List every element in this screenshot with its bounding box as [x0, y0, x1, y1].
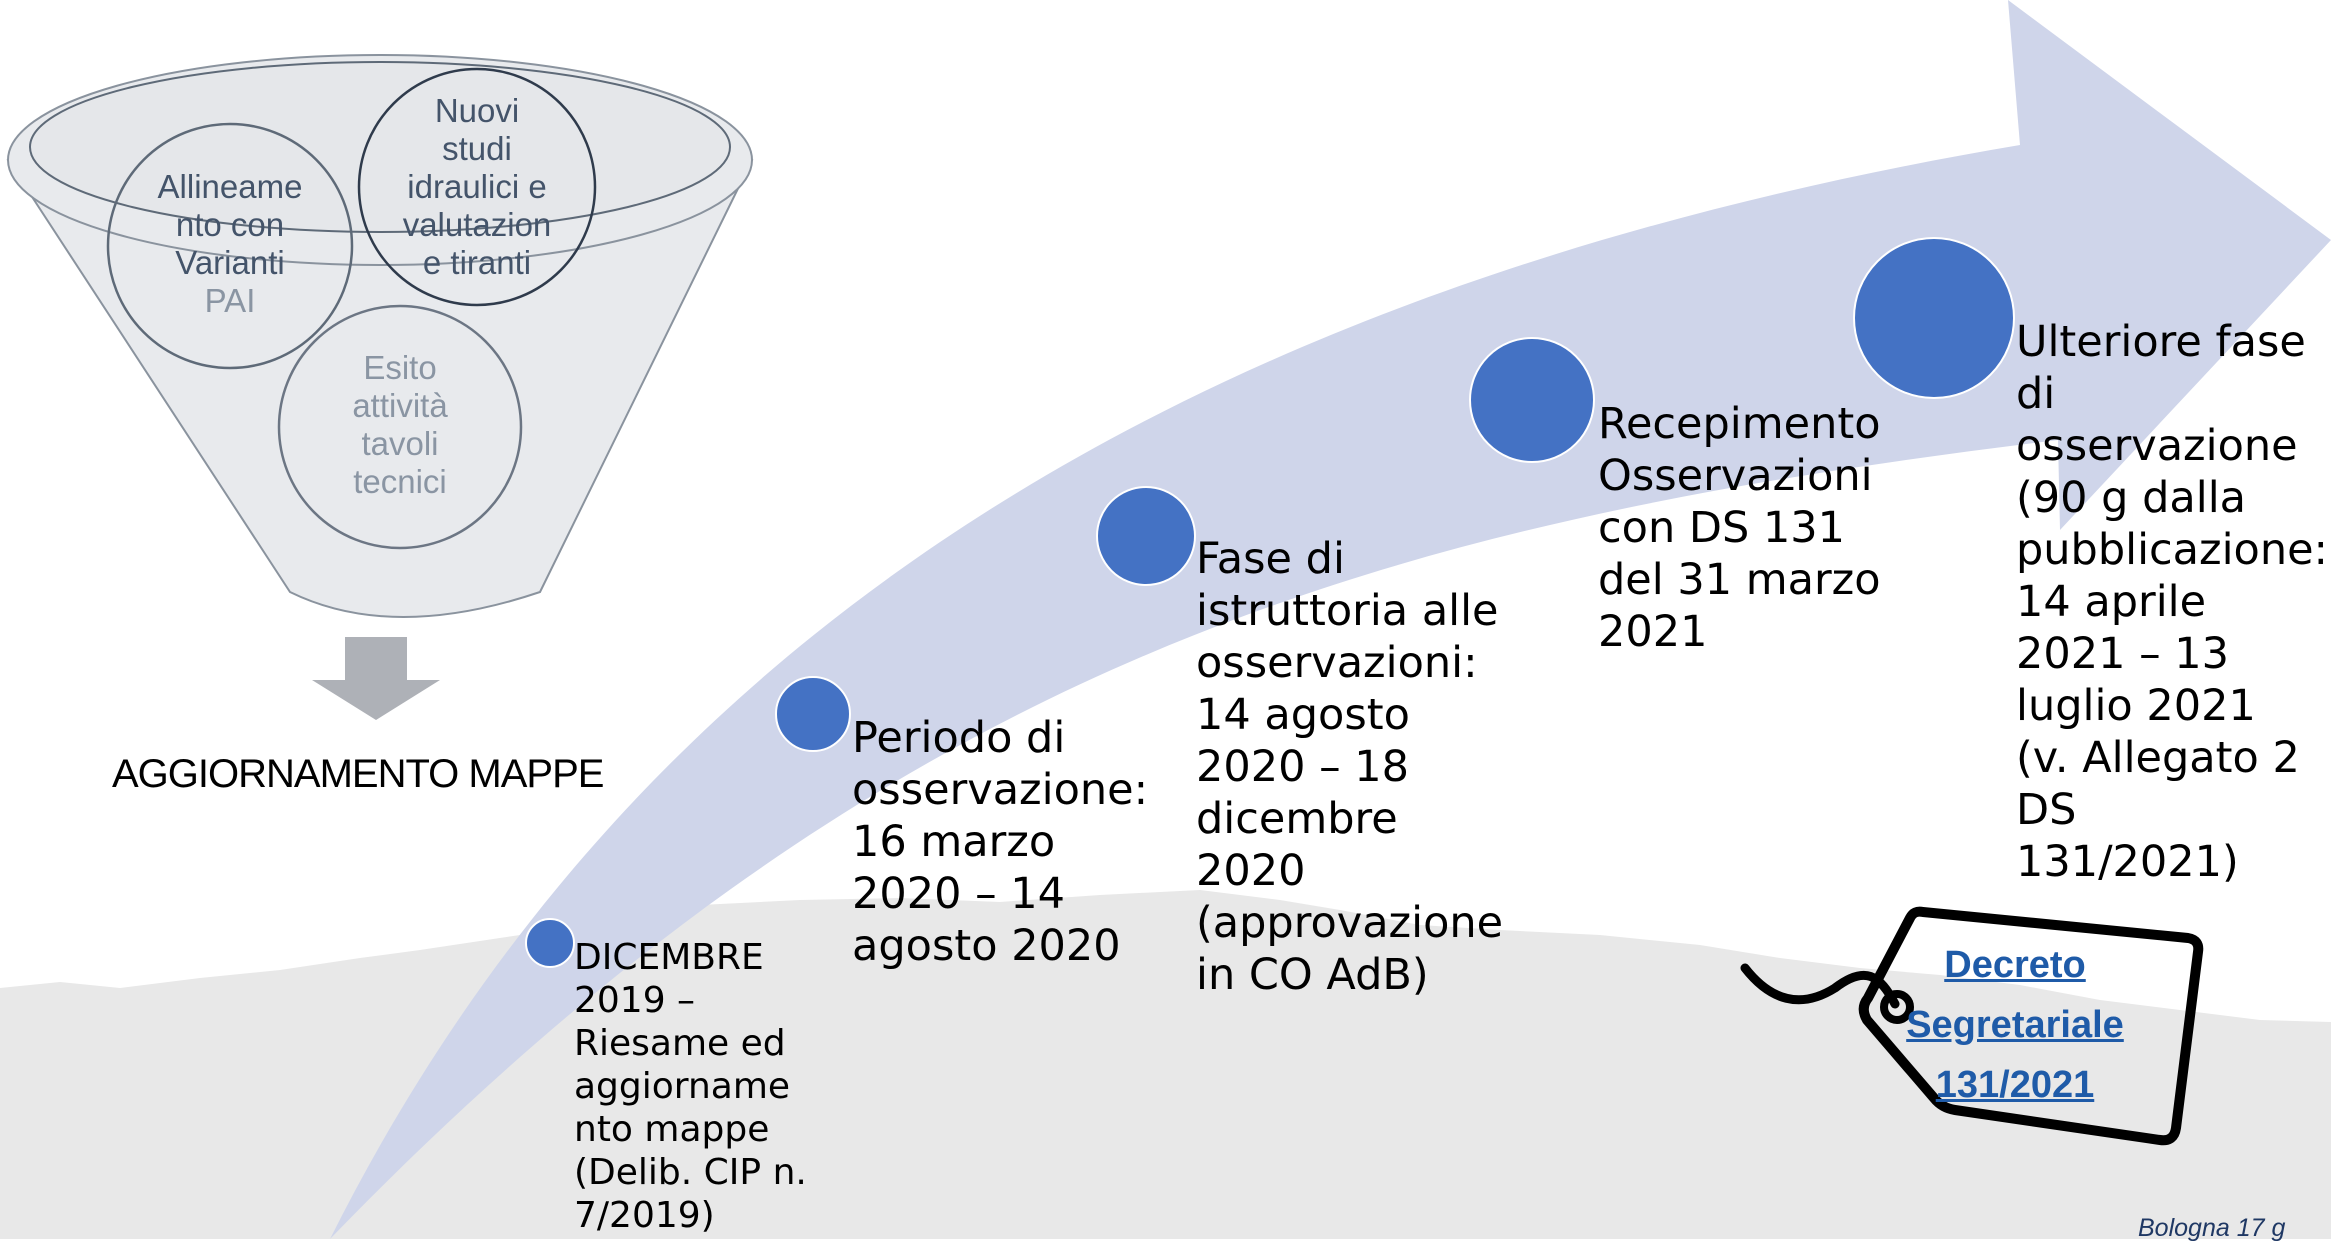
- text-line: dicembre: [1196, 794, 1398, 844]
- text-line: nto con: [175, 206, 285, 243]
- text-line: osservazione: [2016, 421, 2298, 471]
- output-label: AGGIORNAMENTO MAPPE: [112, 752, 604, 796]
- text-line: 2019 –: [574, 980, 696, 1021]
- text-line: osservazioni:: [1196, 638, 1478, 688]
- text-line: 14 agosto: [1196, 690, 1410, 740]
- text-line: 2020 – 14: [852, 869, 1065, 919]
- milestone-text-2: Periodo di osservazione: 16 marzo 2020 –…: [852, 712, 1148, 972]
- milestone-dot-3: [1096, 486, 1196, 586]
- milestone-text-1: DICEMBRE 2019 – Riesame ed aggiorname nt…: [574, 936, 807, 1237]
- text-line: Riesame ed: [574, 1023, 786, 1064]
- text-line: Segretariale: [1906, 1004, 2124, 1046]
- milestone-dot-1: [525, 918, 575, 968]
- funnel-circle-esito: [277, 304, 523, 550]
- text-line: 131/2021: [1935, 1064, 2095, 1106]
- text-line: Recepimento: [1598, 399, 1881, 449]
- text-line: (v. Allegato 2: [2016, 733, 2300, 783]
- funnel-circle-nuovi-studi: [357, 67, 597, 307]
- text-line: 2021: [1598, 607, 1708, 657]
- text-line: Osservazioni: [1598, 451, 1873, 501]
- text-line: in CO AdB): [1196, 950, 1429, 1000]
- milestone-text-3: Fase di istruttoria alle osservazioni: 1…: [1196, 533, 1503, 1001]
- text-line: osservazione:: [852, 765, 1149, 815]
- text-line: attività: [352, 387, 448, 424]
- text-line: Varianti: [175, 244, 285, 281]
- milestone-text-4: Recepimento Osservazioni con DS 131 del …: [1598, 398, 1881, 658]
- text-line: di: [2016, 369, 2056, 419]
- timeline-arrow: [330, 0, 2331, 1239]
- milestone-dot-5: [1853, 237, 2015, 399]
- text-line: (Delib. CIP n.: [574, 1152, 807, 1193]
- milestone-text-5: Ulteriore fase di osservazione (90 g dal…: [2016, 316, 2328, 888]
- milestone-dot-2: [775, 676, 851, 752]
- text-line: studi: [442, 130, 512, 167]
- funnel-circle-allineamento: [106, 122, 354, 370]
- text-line: luglio 2021: [2016, 681, 2256, 731]
- text-line: del 31 marzo: [1598, 555, 1881, 605]
- text-line: agosto 2020: [852, 921, 1121, 971]
- text-line: 2020 – 18: [1196, 742, 1409, 792]
- text-line: 14 aprile: [2016, 577, 2207, 627]
- text-line: tavoli: [361, 425, 439, 462]
- text-line: PAI: [204, 282, 256, 319]
- text-line: (90 g dalla: [2016, 473, 2247, 523]
- text-line: 2021 – 13: [2016, 629, 2229, 679]
- text-line: 131/2021): [2016, 837, 2239, 887]
- text-line: Allineame: [157, 168, 303, 205]
- text-line: 2020: [1196, 846, 1306, 896]
- footer-date: Bologna 17 g: [2138, 1214, 2286, 1242]
- funnel-rim-inner: [29, 61, 731, 233]
- text-line: Decreto: [1944, 944, 2086, 986]
- milestone-dot-4: [1469, 337, 1595, 463]
- text-line: (approvazione: [1196, 898, 1504, 948]
- text-line: DICEMBRE: [574, 937, 764, 978]
- text-line: aggiorname: [574, 1066, 791, 1107]
- text-line: con DS 131: [1598, 503, 1846, 553]
- tag-hole: [1880, 990, 1914, 1024]
- text-line: DS: [2016, 785, 2077, 835]
- text-line: pubblicazione:: [2016, 525, 2329, 575]
- tag-outline: [1858, 906, 2204, 1146]
- funnel-label-nuovi-studi: Nuovi studi idraulici e valutazion e tir…: [377, 92, 577, 282]
- text-line: Nuovi: [434, 92, 520, 129]
- down-arrow: [312, 637, 440, 720]
- text-line: Periodo di: [852, 713, 1066, 763]
- text-line: Ulteriore fase: [2016, 317, 2306, 367]
- decree-link[interactable]: Decreto Segretariale 131/2021: [1905, 935, 2125, 1115]
- text-line: 16 marzo: [852, 817, 1056, 867]
- text-line: nto mappe: [574, 1109, 770, 1150]
- funnel-label-allineamento: Allineame nto con Varianti PAI: [130, 168, 330, 320]
- text-line: valutazion: [402, 206, 552, 243]
- text-line: tecnici: [353, 463, 447, 500]
- text-line: idraulici e: [407, 168, 547, 205]
- text-line: Esito: [363, 349, 437, 386]
- text-line: e tiranti: [422, 244, 532, 281]
- text-line: istruttoria alle: [1196, 586, 1499, 636]
- text-line: 7/2019): [574, 1195, 715, 1236]
- funnel-label-esito: Esito attività tavoli tecnici: [300, 349, 500, 501]
- text-line: Fase di: [1196, 534, 1345, 584]
